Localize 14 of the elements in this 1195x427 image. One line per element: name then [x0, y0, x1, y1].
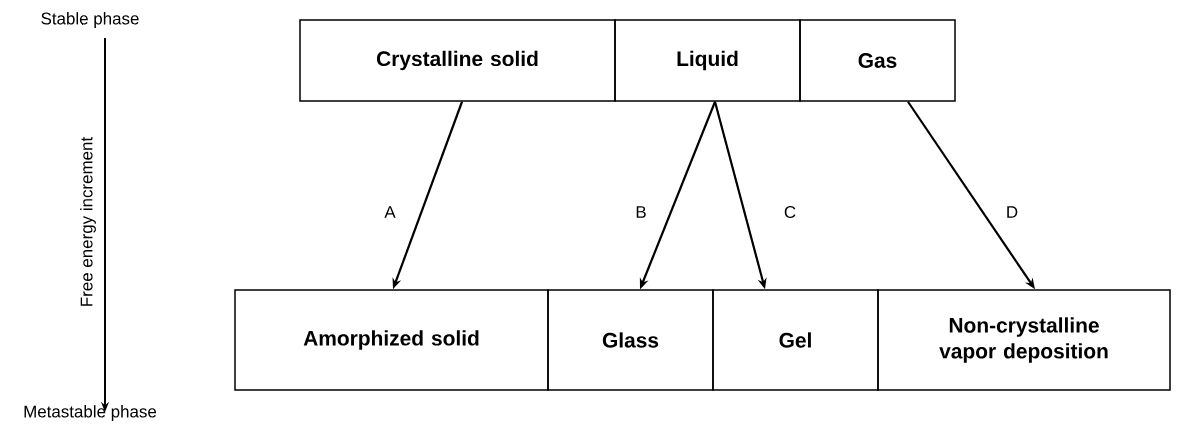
edge-label: D [1007, 206, 1018, 218]
axis-label: Stable phase [41, 12, 139, 28]
phase-box: Glass [547, 289, 714, 391]
phase-box: Non-crystalline vapor deposition [877, 289, 1171, 391]
phase-box: Gel [712, 289, 879, 391]
phase-box: Crystalline solid [299, 19, 616, 102]
phase-box: Gas [799, 19, 956, 102]
edge-label: B [636, 206, 646, 218]
phase-box: Liquid [614, 19, 801, 102]
axis-label: Metastable phase [24, 405, 157, 421]
edge-label: A [384, 206, 396, 218]
axis-label: Free energy increment [80, 137, 96, 306]
phase-box: Amorphized solid [234, 289, 549, 391]
edge-label: C [784, 206, 796, 218]
